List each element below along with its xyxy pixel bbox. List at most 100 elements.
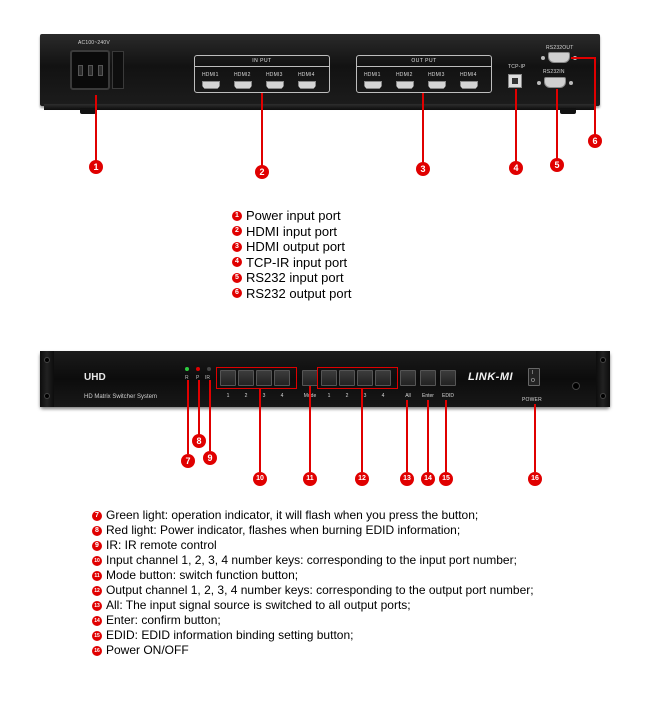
callout-badge: 15 [439, 472, 453, 486]
ac-voltage-label: AC100~240V [78, 40, 110, 46]
input-key-2[interactable] [238, 370, 254, 386]
callout-badge: 14 [421, 472, 435, 486]
edid-button[interactable] [440, 370, 456, 386]
enter-button[interactable] [420, 370, 436, 386]
callout-leader [187, 380, 189, 454]
screw [541, 56, 545, 60]
callout-leader [198, 380, 200, 438]
callout-leader [515, 89, 517, 162]
callout-badge: 3 [416, 162, 430, 176]
green-led-indicator [185, 367, 189, 371]
rs232-input-port [544, 77, 566, 88]
input-key-1[interactable] [220, 370, 236, 386]
rs232-in-label: RS232IN [543, 69, 565, 75]
hdmi-input-port-1 [202, 81, 220, 89]
hdmi-input-port-3 [266, 81, 284, 89]
callout-badge: 4 [509, 161, 523, 175]
hdmi-input-port-2 [234, 81, 252, 89]
hdmi-output-port-3 [428, 81, 446, 89]
power-input-socket [70, 50, 110, 90]
input-key-3[interactable] [256, 370, 272, 386]
callout-badge: 9 [203, 451, 217, 465]
hdmi-input-port-4 [298, 81, 316, 89]
rack-hole [44, 393, 50, 399]
power-fuse-plate [112, 51, 124, 89]
all-button[interactable] [400, 370, 416, 386]
output-key-4[interactable] [375, 370, 391, 386]
hdmi-output-group: OUT PUT [356, 55, 492, 93]
hdmi-input-group: IN PUT [194, 55, 330, 93]
output-group-title: OUT PUT [357, 58, 491, 67]
input-group-title: IN PUT [195, 58, 329, 67]
callout-badge: 5 [550, 158, 564, 172]
rack-ear-left [40, 351, 54, 407]
callout-leader [209, 380, 211, 451]
callout-badge: 16 [528, 472, 542, 486]
hdmi-output-port-1 [364, 81, 382, 89]
output-key-2[interactable] [339, 370, 355, 386]
input-port-label: HDMI1 [202, 72, 219, 78]
input-key-4[interactable] [274, 370, 290, 386]
input-key-label: 1 [226, 393, 230, 399]
product-subtitle: HD Matrix Switcher System [84, 394, 158, 400]
callout-badge: 13 [400, 472, 414, 486]
input-keys-highlight [216, 367, 297, 389]
callout-badge: 7 [181, 454, 195, 468]
red-led-indicator [196, 367, 200, 371]
input-key-label: 3 [262, 393, 266, 399]
output-key-label: 4 [381, 393, 385, 399]
power-on-mark: I [532, 370, 534, 376]
led-label: R [185, 375, 189, 381]
power-label: POWER [522, 397, 542, 403]
output-keys-highlight [317, 367, 398, 389]
output-port-label: HDMI2 [396, 72, 413, 78]
input-key-label: 2 [244, 393, 248, 399]
input-port-label: HDMI3 [266, 72, 283, 78]
mode-button[interactable] [302, 370, 318, 386]
rear-panel-base [44, 104, 596, 110]
model-label: UHD [84, 372, 106, 383]
callout-leader [259, 389, 261, 472]
output-key-1[interactable] [321, 370, 337, 386]
power-switch[interactable] [528, 368, 540, 386]
input-port-label: HDMI4 [298, 72, 315, 78]
tcp-ip-label: TCP-IP [508, 64, 526, 70]
callout-leader [534, 404, 536, 472]
screw [537, 81, 541, 85]
rack-hole [600, 357, 606, 363]
rear-foot-left [80, 108, 96, 114]
callout-leader [406, 400, 408, 472]
rs232-output-port [548, 52, 570, 63]
power-off-mark: O [531, 378, 535, 384]
callout-leader [445, 400, 447, 472]
all-label: All [405, 393, 411, 399]
hdmi-output-port-2 [396, 81, 414, 89]
tcp-ip-port [508, 74, 522, 88]
callout-leader [261, 93, 263, 166]
brand-logo: LINK-MI [468, 371, 514, 383]
callout-leader [361, 389, 363, 472]
callout-leader [95, 95, 97, 161]
front-screw [572, 382, 580, 390]
callout-badge: 11 [303, 472, 317, 486]
output-key-3[interactable] [357, 370, 373, 386]
callout-badge: 6 [588, 134, 602, 148]
rack-hole [44, 357, 50, 363]
input-key-label: 4 [280, 393, 284, 399]
led-label: IR [205, 375, 210, 381]
callout-leader [556, 89, 558, 159]
screw [569, 81, 573, 85]
rear-panel [40, 34, 600, 106]
